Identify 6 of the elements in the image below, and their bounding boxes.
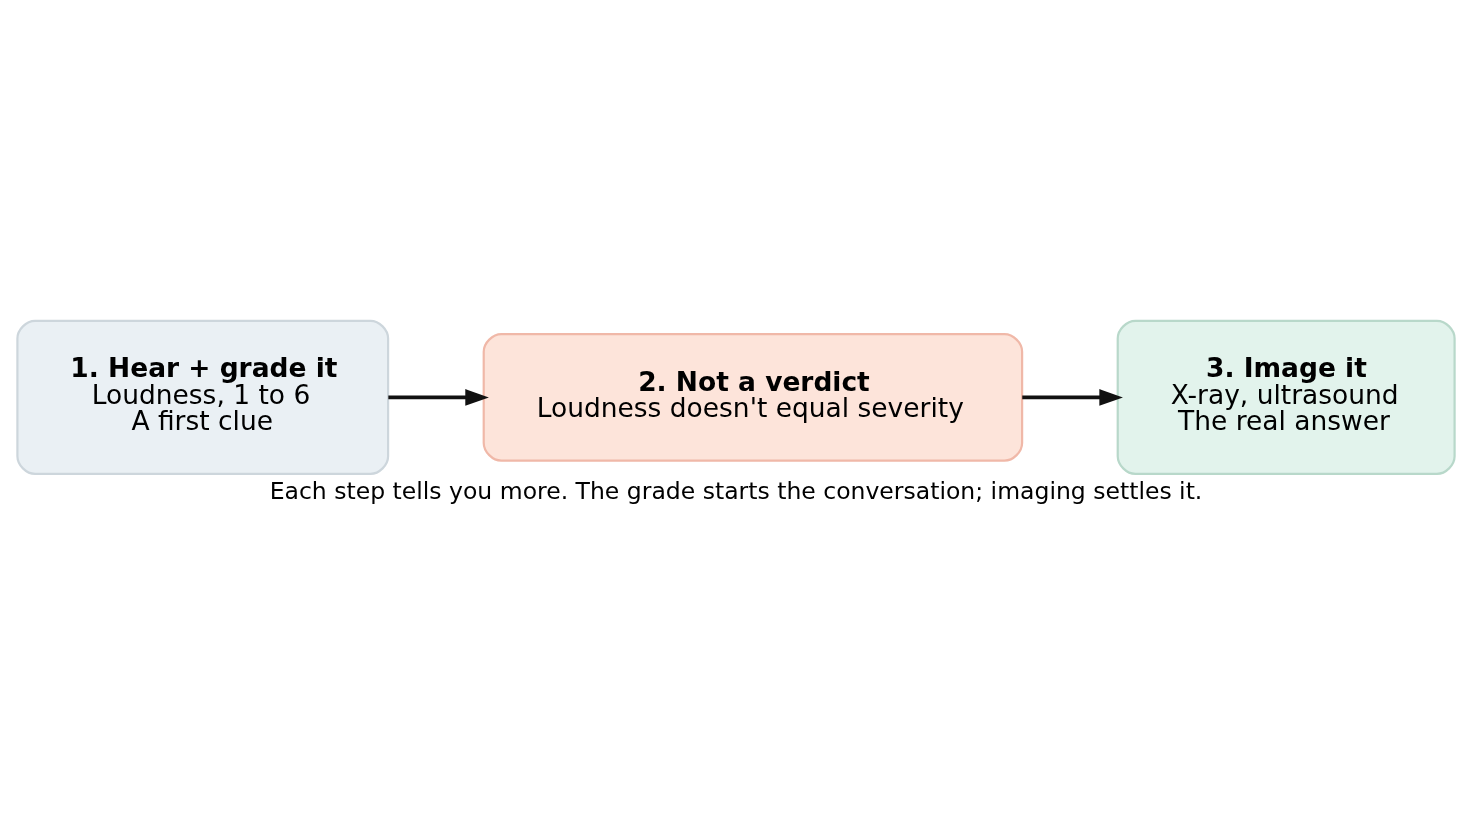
caption: Each step tells you more. The grade starts the conversation; imaging settles it. — [269, 476, 1203, 505]
node-box: 3. Image it X-ray, ultrasound The real answer — [1116, 319, 1456, 475]
node-box: 2. Not a verdict Loudness doesn't equal severity — [482, 332, 1024, 462]
arrow — [388, 388, 489, 406]
arrow — [1022, 388, 1123, 406]
node-box: 1. Hear + grade it Loudness, 1 to 6 A first clue — [16, 319, 390, 475]
